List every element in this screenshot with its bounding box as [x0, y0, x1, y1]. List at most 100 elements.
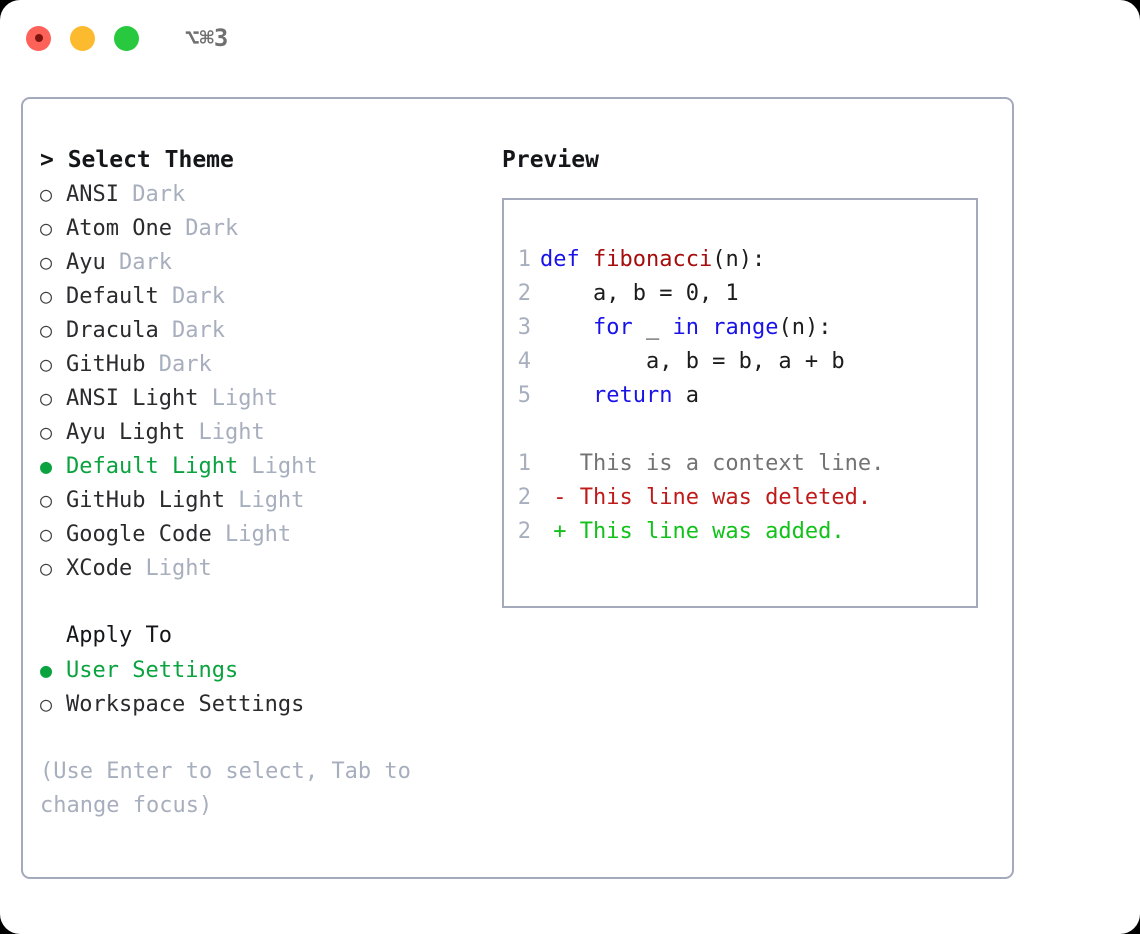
- radio-unselected-icon[interactable]: ○: [40, 522, 53, 546]
- radio-unselected-icon[interactable]: ○: [40, 692, 53, 716]
- code-token: a: [672, 383, 699, 408]
- code-token: [699, 315, 712, 340]
- theme-category-tag: Dark: [158, 318, 225, 343]
- radio-unselected-icon[interactable]: ○: [40, 420, 53, 444]
- code-token: a, b = b, a + b: [540, 349, 845, 374]
- theme-category-tag: Light: [224, 488, 305, 513]
- code-line-text: for _ in range(n):: [540, 311, 831, 345]
- apply-to-item[interactable]: ● User Settings: [40, 653, 493, 687]
- radio-unselected-icon[interactable]: ○: [40, 352, 53, 376]
- radio-unselected-icon[interactable]: ○: [40, 284, 53, 308]
- radio-unselected-icon[interactable]: ○: [40, 318, 53, 342]
- theme-list[interactable]: ○ANSI Dark○Atom One Dark○Ayu Dark○Defaul…: [40, 177, 493, 585]
- code-token: [540, 315, 593, 340]
- maximize-window-button[interactable]: [114, 25, 139, 51]
- radio-unselected-icon[interactable]: ○: [40, 216, 53, 240]
- theme-name-label: Atom One: [66, 216, 172, 241]
- radio-unselected-icon[interactable]: ○: [40, 182, 53, 206]
- code-line-text: + This line was added.: [540, 515, 845, 549]
- list-spacer: [40, 585, 493, 619]
- theme-category-tag: Light: [211, 522, 292, 547]
- theme-list-item[interactable]: ○ Default Dark: [40, 279, 493, 313]
- line-number: 2: [517, 281, 531, 306]
- apply-to-list[interactable]: ● User Settings ○ Workspace Settings: [40, 653, 493, 721]
- line-number: 2: [517, 485, 531, 510]
- code-token: in: [672, 315, 699, 340]
- code-token: def: [540, 247, 593, 272]
- theme-list-item[interactable]: ○GitHub Light Light: [40, 483, 493, 517]
- code-diff-spacer: [504, 413, 976, 447]
- code-line-text: This is a context line.: [540, 447, 885, 481]
- theme-category-tag: Dark: [171, 216, 239, 241]
- code-token: fibonacci: [592, 247, 713, 272]
- code-line-text: def fibonacci(n):: [540, 243, 765, 277]
- code-token: This is a context line.: [540, 451, 885, 476]
- diff-line: 2 + This line was added.: [504, 515, 976, 549]
- code-line: 4 a, b = b, a + b: [504, 345, 976, 379]
- code-token: (n):: [712, 247, 766, 272]
- theme-list-item[interactable]: ○ Dracula Dark: [40, 313, 493, 347]
- radio-unselected-icon[interactable]: ○: [40, 488, 53, 512]
- code-token: + This line was added.: [540, 519, 845, 544]
- theme-category-tag: Dark: [145, 352, 212, 377]
- line-number: 3: [517, 315, 531, 340]
- radio-unselected-icon[interactable]: ○: [40, 250, 53, 274]
- code-token: [540, 383, 593, 408]
- radio-unselected-icon[interactable]: ○: [40, 386, 53, 410]
- theme-list-item[interactable]: ○ANSI Dark: [40, 177, 493, 211]
- theme-list-item[interactable]: ○ XCode Light: [40, 551, 493, 585]
- theme-category-tag: Dark: [158, 284, 225, 309]
- code-token: - This line was deleted.: [540, 485, 872, 510]
- theme-list-item[interactable]: ○ GitHub Dark: [40, 347, 493, 381]
- theme-name-label: Default: [66, 284, 159, 309]
- theme-category-tag: Light: [198, 386, 278, 411]
- code-line-text: - This line was deleted.: [540, 481, 871, 515]
- code-line: 2 a, b = 0, 1: [504, 277, 976, 311]
- theme-list-item[interactable]: ○Ayu Dark: [40, 245, 493, 279]
- theme-list-item[interactable]: ○Ayu Light Light: [40, 415, 493, 449]
- code-line-text: return a: [540, 379, 699, 413]
- diff-line: 1 This is a context line.: [504, 447, 976, 481]
- theme-category-tag: Dark: [105, 250, 172, 275]
- code-line-text: a, b = b, a + b: [540, 345, 845, 379]
- title-bar: ⌥⌘3: [0, 0, 1140, 76]
- theme-name-label: GitHub: [66, 352, 146, 377]
- radio-unselected-icon[interactable]: ○: [40, 556, 53, 580]
- radio-selected-icon[interactable]: ●: [40, 454, 53, 478]
- theme-category-tag: Light: [238, 454, 318, 479]
- line-number: 1: [517, 451, 531, 476]
- radio-selected-icon[interactable]: ●: [40, 658, 53, 682]
- theme-list-item[interactable]: ○ ANSI Light Light: [40, 381, 493, 415]
- apply-to-label: Workspace Settings: [66, 692, 305, 717]
- close-window-button[interactable]: [26, 25, 51, 51]
- theme-category-tag: Dark: [118, 182, 186, 207]
- code-line: 3 for _ in range(n):: [504, 311, 976, 345]
- apply-to-header: Apply To: [66, 623, 172, 648]
- code-token: for: [592, 315, 633, 340]
- theme-name-label: Dracula: [66, 318, 159, 343]
- line-number: 4: [517, 349, 531, 374]
- apply-to-item[interactable]: ○ Workspace Settings: [40, 687, 493, 721]
- theme-list-item[interactable]: ○ Atom One Dark: [40, 211, 493, 245]
- theme-category-tag: Light: [185, 420, 265, 445]
- code-line-text: a, b = 0, 1: [540, 277, 739, 311]
- apply-to-label: User Settings: [66, 658, 239, 683]
- keyboard-shortcut-label: ⌥⌘3: [185, 24, 229, 52]
- code-token: range: [712, 315, 779, 340]
- line-number: 5: [517, 383, 531, 408]
- theme-name-label: Google Code: [66, 522, 212, 547]
- theme-name-label: ANSI Light: [66, 386, 199, 411]
- theme-list-item[interactable]: ○ Google Code Light: [40, 517, 493, 551]
- theme-list-item[interactable]: ●Default Light Light: [40, 449, 493, 483]
- theme-name-label: XCode: [66, 556, 133, 581]
- diff-sample: 1 This is a context line.2 - This line w…: [504, 447, 976, 549]
- code-line: 5 return a: [504, 379, 976, 413]
- window-controls: [26, 25, 139, 51]
- theme-category-tag: Light: [132, 556, 212, 581]
- diff-line: 2 - This line was deleted.: [504, 481, 976, 515]
- theme-selection-column: > Select Theme ○ANSI Dark○Atom One Dark○…: [23, 143, 493, 823]
- minimize-window-button[interactable]: [70, 25, 95, 51]
- code-token: a, b = 0, 1: [540, 281, 739, 306]
